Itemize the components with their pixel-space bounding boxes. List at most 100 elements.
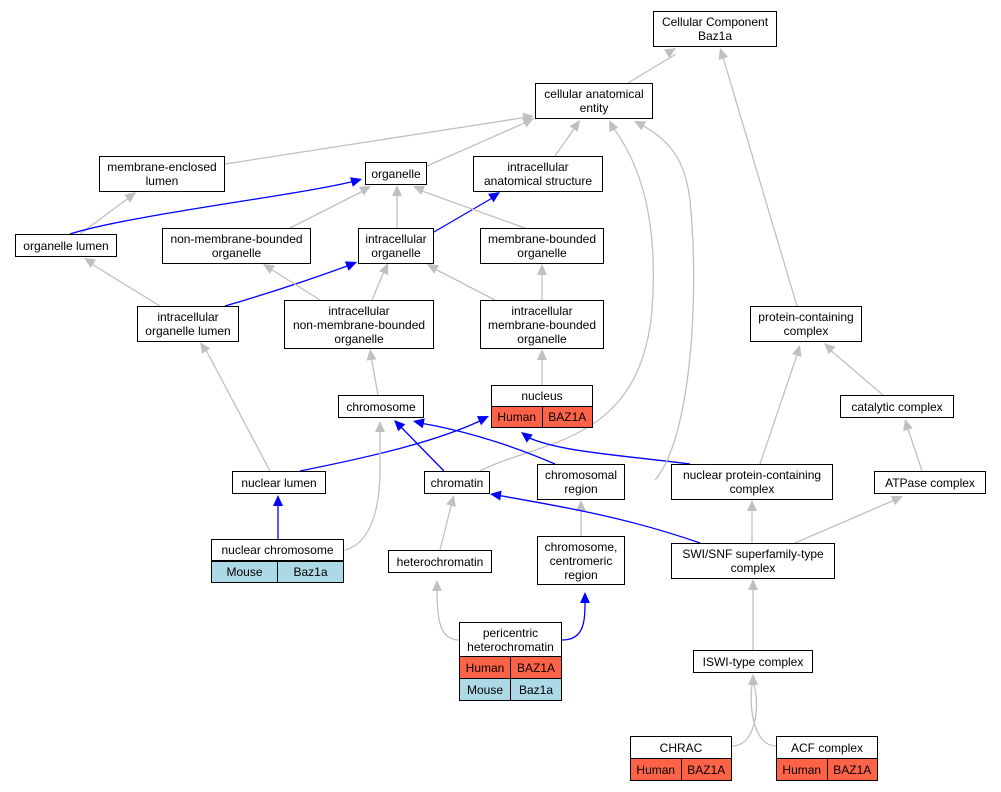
- edge-npc-to-entity: [634, 121, 695, 481]
- node-cellular-anatomical-entity[interactable]: cellular anatomical entity: [535, 83, 653, 119]
- species-label: Human: [465, 660, 505, 675]
- node-protein-containing-complex[interactable]: protein-containing complex: [750, 306, 862, 342]
- arrowhead: [366, 349, 377, 361]
- gene-label: BAZ1A: [510, 657, 561, 678]
- node-organelle[interactable]: organelle: [365, 162, 427, 185]
- node-atpase-complex[interactable]: ATPase complex: [874, 471, 986, 494]
- arrowhead: [379, 263, 389, 276]
- arrowhead: [748, 579, 758, 590]
- arrowhead: [537, 349, 547, 360]
- edge-organelle-lumen-to-organelle: [69, 177, 362, 235]
- edge-atpase-to-catalytic: [903, 419, 923, 472]
- arrowhead: [124, 192, 136, 203]
- edge-ias-to-entity: [554, 120, 580, 157]
- node-intracellular-anatomical-structure[interactable]: intracellular anatomical structure: [473, 156, 603, 192]
- annotation-pericentric-human: Human BAZ1A: [459, 656, 562, 679]
- edge-nuclear-lumen-to-nucleus: [299, 416, 489, 472]
- node-nuclear-chromosome[interactable]: nuclear chromosome: [211, 539, 344, 561]
- edge-chromosome-to-inmbo: [366, 349, 379, 396]
- node-intracellular-organelle-lumen[interactable]: intracellular organelle lumen: [137, 306, 239, 342]
- arrowhead: [718, 48, 729, 60]
- node-catalytic-complex[interactable]: catalytic complex: [840, 395, 954, 418]
- annotation-nucleus-human: Human BAZ1A: [491, 406, 593, 428]
- arrowhead: [358, 186, 371, 196]
- edge-pericentric-to-heterochromatin: [432, 580, 460, 641]
- arrowhead: [413, 418, 425, 429]
- node-intracellular-organelle[interactable]: intracellular organelle: [358, 228, 434, 264]
- edge-chromatin-to-entity: [479, 120, 654, 472]
- node-intracellular-non-membrane-bounded-organelle[interactable]: intracellular non-membrane-bounded organ…: [284, 300, 434, 349]
- arrowhead: [413, 185, 426, 195]
- node-iswi-type-complex[interactable]: ISWI-type complex: [693, 650, 813, 673]
- edge-iswi-to-swi-snf: [748, 579, 758, 650]
- arrowhead: [824, 343, 836, 355]
- arrowhead: [580, 592, 590, 603]
- arrowhead: [446, 495, 456, 507]
- arrowhead: [200, 342, 211, 354]
- arrowhead: [84, 258, 96, 268]
- edge-nuclear-chromosome-to-nuclear-lumen: [273, 495, 283, 539]
- edge-organelle-lumen-to-mel: [79, 192, 136, 235]
- node-chromatin[interactable]: chromatin: [424, 471, 490, 494]
- edge-npc-to-nucleus: [521, 432, 691, 465]
- edge-io-to-ias: [433, 192, 500, 233]
- arrowhead: [344, 261, 357, 271]
- node-pericentric-heterochromatin[interactable]: pericentric heterochromatin: [459, 622, 562, 657]
- edge-nuclear-lumen-to-iol: [200, 342, 271, 472]
- node-non-membrane-bounded-organelle[interactable]: non-membrane-bounded organelle: [162, 228, 311, 264]
- node-membrane-enclosed-lumen[interactable]: membrane-enclosed lumen: [99, 156, 225, 192]
- node-membrane-bounded-organelle[interactable]: membrane-bounded organelle: [480, 228, 604, 264]
- edge-protein-complex-to-cc: [718, 48, 798, 307]
- node-intracellular-membrane-bounded-organelle[interactable]: intracellular membrane-bounded organelle: [480, 300, 604, 349]
- annotation-acf-human: Human BAZ1A: [776, 758, 878, 781]
- edge-mbo-to-organelle: [413, 185, 526, 229]
- species-label: Human: [636, 762, 676, 777]
- edge-iol-to-io: [224, 261, 357, 307]
- arrowhead: [394, 420, 406, 432]
- annotation-chrac-human: Human BAZ1A: [630, 758, 732, 781]
- arrowhead: [490, 490, 502, 501]
- node-organelle-lumen[interactable]: organelle lumen: [15, 234, 117, 257]
- node-cellular-component[interactable]: Cellular Component Baz1a: [653, 11, 777, 47]
- edge-inmbo-to-nmbo: [263, 264, 321, 301]
- gene-label: BAZ1A: [680, 759, 732, 780]
- edge-pericentric-to-ccr: [561, 592, 590, 641]
- edge-organelle-to-entity: [426, 118, 534, 167]
- node-heterochromatin[interactable]: heterochromatin: [388, 550, 492, 573]
- edge-entity-to-cc: [627, 48, 677, 84]
- edge-imbo-to-io: [427, 264, 496, 301]
- species-label: Mouse: [226, 565, 263, 579]
- node-nuclear-protein-containing-complex[interactable]: nuclear protein-containing complex: [671, 464, 833, 500]
- node-nucleus[interactable]: nucleus: [491, 385, 593, 407]
- arrowhead: [427, 264, 439, 274]
- gene-label: Baz1a: [510, 679, 561, 700]
- node-chromosome[interactable]: chromosome: [338, 395, 424, 418]
- edge-chromosomal-region-to-chromosome: [413, 418, 556, 465]
- gene-label: BAZ1A: [826, 759, 878, 780]
- edge-nuclear-chromosome-to-chromosome: [344, 421, 385, 551]
- annotation-nuclear-chromosome-mouse: Mouse Baz1a: [211, 561, 344, 583]
- node-swi-snf-superfamily-type-complex[interactable]: SWI/SNF superfamily-type complex: [671, 543, 835, 579]
- node-chromosome-centromeric-region[interactable]: chromosome, centromeric region: [537, 536, 625, 585]
- arrowhead: [521, 432, 533, 443]
- arrowhead: [609, 120, 619, 133]
- node-chromosomal-region[interactable]: chromosomal region: [537, 464, 625, 500]
- arrowhead: [747, 500, 757, 511]
- arrowhead: [521, 118, 534, 128]
- edge-swi-snf-to-chromatin: [490, 490, 701, 544]
- node-chrac[interactable]: CHRAC: [630, 736, 732, 759]
- edge-chromatin-to-chromosome: [394, 420, 445, 472]
- arrowhead: [476, 416, 489, 426]
- arrowhead: [488, 192, 500, 203]
- arrowhead: [392, 185, 402, 196]
- edge-catalytic-to-protein-complex: [824, 343, 884, 396]
- edge-heterochromatin-to-chromatin: [439, 495, 456, 551]
- arrowhead: [350, 177, 362, 187]
- edge-io-to-organelle: [392, 185, 402, 228]
- edge-swi-snf-to-npc: [747, 500, 757, 543]
- edge-npc-to-protein-complex: [759, 345, 802, 465]
- edge-inmbo-to-io: [371, 263, 389, 301]
- node-acf-complex[interactable]: ACF complex: [776, 736, 878, 759]
- node-nuclear-lumen[interactable]: nuclear lumen: [232, 471, 326, 494]
- arrowhead: [664, 48, 676, 59]
